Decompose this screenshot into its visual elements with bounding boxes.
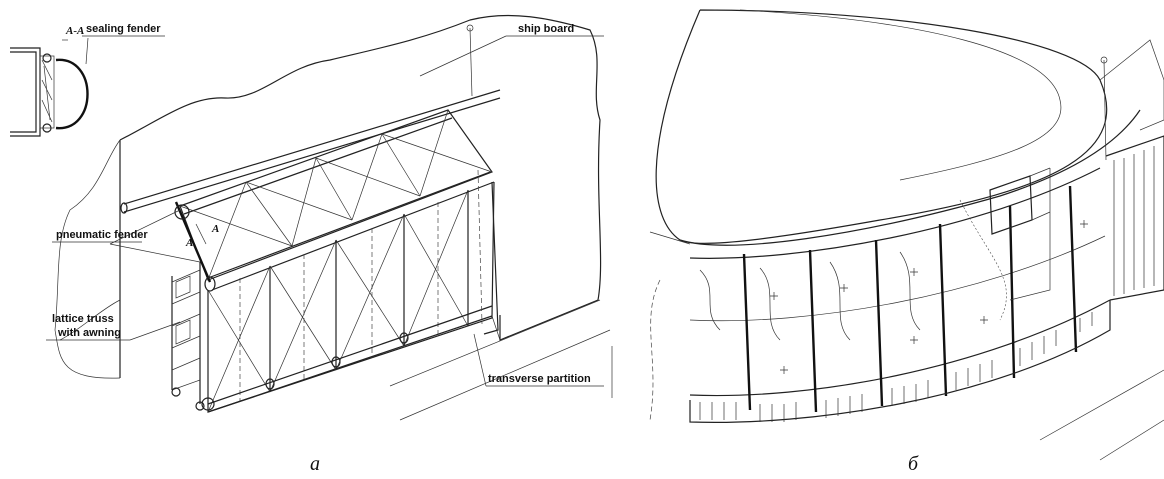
ship-board-outline (119, 14, 602, 378)
fender-panels (201, 181, 495, 413)
ship-board-label: ship board (518, 23, 574, 35)
figure-b-drawing: б (649, 9, 1164, 475)
section-mark-label: A-A (65, 25, 84, 37)
transverse-partition-label: transverse partition (488, 373, 591, 385)
awning-roof: A A (174, 109, 495, 292)
svg-text:A: A (185, 237, 193, 249)
sealing-fender-label: sealing fender (86, 23, 161, 35)
lattice-truss-label-line2: with awning (57, 327, 121, 339)
figure-a-drawing: A A (10, 14, 611, 475)
fender-modules (689, 167, 1111, 423)
figure-b-caption: б (908, 453, 919, 475)
figure-a-caption: a (310, 453, 320, 475)
svg-text:A: A (211, 223, 219, 235)
section-a-a-detail (10, 39, 89, 137)
upper-rail (120, 24, 501, 214)
transverse-partition-drawing (389, 169, 611, 421)
lattice-truss-label-line1: lattice truss (52, 313, 114, 325)
lattice-truss-drawing (171, 262, 205, 411)
pneumatic-fender-label: pneumatic fender (56, 229, 148, 241)
